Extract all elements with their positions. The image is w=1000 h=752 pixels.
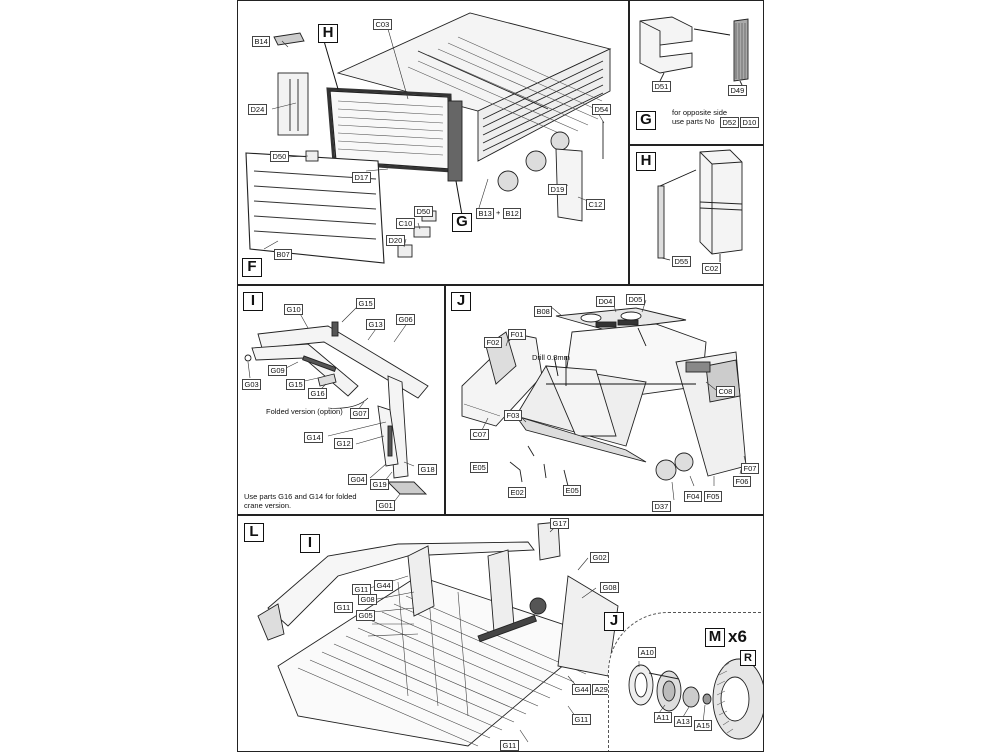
label-d37: D37	[652, 501, 671, 512]
label-a13: A13	[674, 716, 693, 727]
label-c08: C08	[716, 386, 735, 397]
opposite-side-note-line2: use parts No	[672, 117, 715, 126]
label-d05: D05	[626, 294, 645, 305]
label-d19: D19	[548, 184, 567, 195]
label-a11: A11	[654, 712, 672, 723]
label-d50-a: D50	[270, 151, 289, 162]
quantity-x6: x6	[728, 627, 747, 646]
label-g08-b: G08	[358, 594, 378, 605]
label-g01: G01	[376, 500, 396, 511]
label-g06: G06	[396, 314, 416, 325]
truck-bed-assembly-drawing	[245, 12, 612, 264]
label-b08: B08	[534, 306, 553, 317]
label-g17: G17	[550, 518, 570, 529]
panel-m	[608, 612, 763, 751]
callout-g: G	[452, 213, 472, 232]
label-g11-b: G11	[334, 602, 353, 613]
label-f03: F03	[504, 410, 522, 421]
label-g04: G04	[348, 474, 368, 485]
label-c10: C10	[396, 218, 415, 229]
wheel-assembly-drawing	[628, 658, 763, 740]
label-c12: C12	[586, 199, 605, 210]
label-d52: D52	[720, 117, 739, 128]
label-d20: D20	[386, 235, 405, 246]
callout-i-ref: I	[300, 534, 320, 553]
folded-crane-note-line1: Use parts G16 and G14 for folded	[244, 492, 357, 501]
label-c03: C03	[373, 19, 392, 30]
panel-j: J D04 D05 B08 F01 F02 Drill 0.3mm C08 C0…	[445, 285, 764, 515]
label-f07: F07	[741, 463, 759, 474]
opposite-side-note-line1: for opposite side	[672, 108, 728, 117]
label-a15: A15	[694, 720, 713, 731]
label-b07: B07	[274, 249, 293, 260]
label-b13: B13	[476, 208, 495, 219]
label-g11-c: G11	[572, 714, 591, 725]
callout-m: M	[705, 628, 725, 647]
panel-h-drawing	[657, 149, 743, 262]
label-g13: G13	[366, 319, 386, 330]
label-e05-a: E05	[470, 462, 489, 473]
callout-f: F	[242, 258, 262, 277]
label-g03: G03	[242, 379, 262, 390]
callout-r: R	[740, 650, 756, 666]
callout-j: J	[451, 292, 471, 311]
callout-i: I	[243, 292, 263, 311]
panel-h: H D55 C02	[629, 145, 764, 285]
label-g44-a: G44	[374, 580, 394, 591]
panel-g-drawing	[639, 16, 749, 86]
drill-note: Drill 0.3mm	[532, 353, 570, 362]
label-g11-d: G11	[500, 740, 519, 751]
cab-assembly-drawing	[461, 299, 747, 501]
label-f01: F01	[508, 329, 526, 340]
label-g44-b: G44	[572, 684, 592, 695]
plus-sign: +	[496, 208, 501, 217]
label-f02: F02	[484, 337, 502, 348]
panel-l: L I J G17 G02 G08 G11 G44 G08 G11 G05 G4…	[237, 515, 764, 752]
label-g14: G14	[304, 432, 324, 443]
folded-crane-note-line2: crane version.	[244, 501, 292, 510]
label-d51: D51	[652, 81, 671, 92]
label-a10: A10	[638, 647, 657, 658]
label-d17: D17	[352, 172, 371, 183]
callout-h-panel: H	[636, 152, 656, 171]
label-d49: D49	[728, 85, 747, 96]
label-d04: D04	[596, 296, 615, 307]
label-d55: D55	[672, 256, 691, 267]
label-d50-b: D50	[414, 206, 433, 217]
label-e02: E02	[508, 487, 527, 498]
label-g02: G02	[590, 552, 610, 563]
label-g05: G05	[356, 610, 376, 621]
label-d10: D10	[740, 117, 759, 128]
label-g10: G10	[284, 304, 304, 315]
label-g19: G19	[370, 479, 390, 490]
callout-l: L	[244, 523, 264, 542]
panel-i: I G10 G15 G13 G06 G03 G09 G15 G16 G07 G1…	[237, 285, 445, 515]
folded-version-caption: Folded version (option)	[266, 407, 343, 416]
panel-f: F H G B14 D24 C03 D50 D17 D50 C10 D20 B0…	[237, 0, 629, 285]
label-b14: B14	[252, 36, 271, 47]
label-f06: F06	[733, 476, 751, 487]
crane-drawing	[244, 305, 429, 503]
label-g07: G07	[350, 408, 370, 419]
label-g12: G12	[334, 438, 354, 449]
label-f05: F05	[704, 491, 722, 502]
label-f04: F04	[684, 491, 702, 502]
label-e05-b: E05	[563, 485, 582, 496]
callout-g-panel: G	[636, 111, 656, 130]
label-g08-a: G08	[600, 582, 620, 593]
instruction-page: F H G B14 D24 C03 D50 D17 D50 C10 D20 B0…	[237, 0, 764, 752]
callout-j-ref: J	[604, 612, 624, 631]
callout-h: H	[318, 24, 338, 43]
label-g15-b: G15	[286, 379, 306, 390]
label-c07: C07	[470, 429, 489, 440]
panel-g: D51 D49 for opposite side use parts No D…	[629, 0, 764, 145]
label-g18: G18	[418, 464, 438, 475]
label-b12: B12	[503, 208, 522, 219]
label-c02: C02	[702, 263, 721, 274]
label-g15-a: G15	[356, 298, 376, 309]
label-g09: G09	[268, 365, 288, 376]
label-d54: D54	[592, 104, 611, 115]
label-g16: G16	[308, 388, 328, 399]
label-d24: D24	[248, 104, 267, 115]
